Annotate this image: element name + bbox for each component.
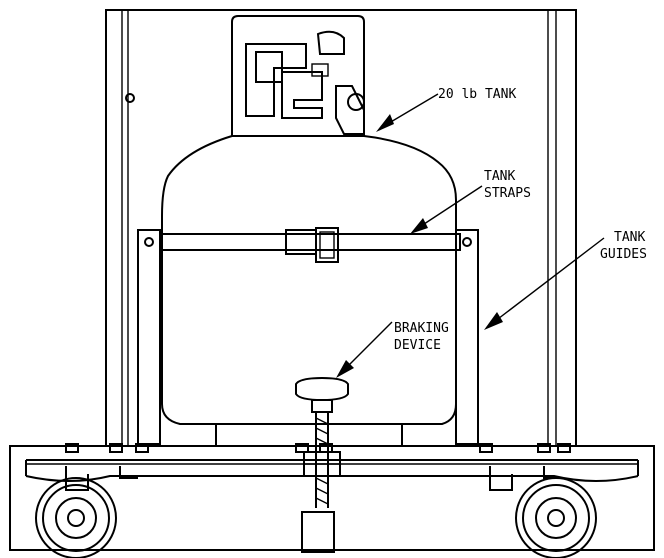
callout-leaders [336,93,605,378]
base-fasteners [65,443,571,453]
label-braking-device-line2: DEVICE [394,338,441,353]
label-tank-guides-line2: GUIDES [600,247,647,262]
label-tank-straps-line2: STRAPS [484,186,531,201]
caster-brackets [65,466,560,491]
label-tank-straps-line1: TANK [484,169,515,184]
tank-guides [137,229,479,445]
callout-labels: 20 lb TANK TANK STRAPS TANK GUIDES BRAKI… [394,87,647,353]
right-wheel [515,477,597,558]
label-tank-guides-line1: TANK [614,230,645,245]
tank-valve [231,15,365,137]
label-20lb-tank: 20 lb TANK [438,87,516,102]
label-braking-device-line1: BRAKING [394,321,449,336]
braking-device [295,376,349,553]
left-wheel [35,477,117,558]
tank-strap [159,227,461,263]
